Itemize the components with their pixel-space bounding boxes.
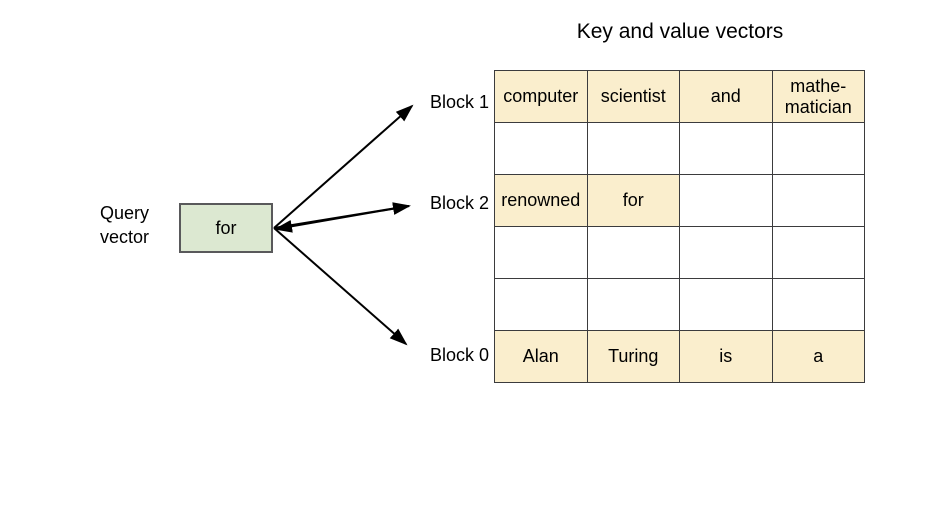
arrow-into-query-box: [274, 205, 410, 233]
table-cell-empty: [679, 174, 773, 227]
query-vector-label-line2: vector: [100, 227, 150, 247]
table-cell-token: renowned: [494, 174, 588, 227]
table-cell-token: scientist: [586, 70, 680, 123]
query-vector-box[interactable]: for: [179, 203, 273, 253]
arrow-to-block2: [273, 202, 411, 229]
arrow-to-block1: [273, 104, 414, 229]
table-cell-empty: [586, 122, 680, 175]
table-cell-empty: [679, 122, 773, 175]
table-cell-token: a: [771, 330, 865, 383]
table-cell-token: for: [586, 174, 680, 227]
table-row: [494, 226, 865, 279]
table-cell-empty: [679, 278, 773, 331]
arrow-to-block0: [273, 227, 408, 346]
query-vector-label: Query vector: [100, 201, 174, 249]
table-cell-empty: [771, 278, 865, 331]
block-label-2: Block 2: [429, 193, 489, 213]
diagram-title: Key and value vectors: [576, 20, 784, 43]
table-row: [494, 278, 865, 331]
table-cell-empty: [771, 226, 865, 279]
table-row: [494, 122, 865, 175]
table-cell-token: mathe-matician: [771, 70, 865, 123]
table-cell-token: is: [679, 330, 773, 383]
table-cell-empty: [586, 278, 680, 331]
table-cell-empty: [494, 122, 588, 175]
table-cell-token: and: [679, 70, 773, 123]
table-cell-empty: [494, 226, 588, 279]
table-cell-empty: [586, 226, 680, 279]
block-label-0: Block 0: [429, 345, 489, 365]
query-vector-label-line1: Query: [100, 203, 150, 223]
table-cell-token: Alan: [494, 330, 588, 383]
table-cell-empty: [679, 226, 773, 279]
table-cell-empty: [771, 174, 865, 227]
block-label-1: Block 1: [429, 92, 489, 112]
table-cell-token: Turing: [586, 330, 680, 383]
table-cell-empty: [771, 122, 865, 175]
table-cell-token: computer: [494, 70, 588, 123]
table-cell-empty: [494, 278, 588, 331]
